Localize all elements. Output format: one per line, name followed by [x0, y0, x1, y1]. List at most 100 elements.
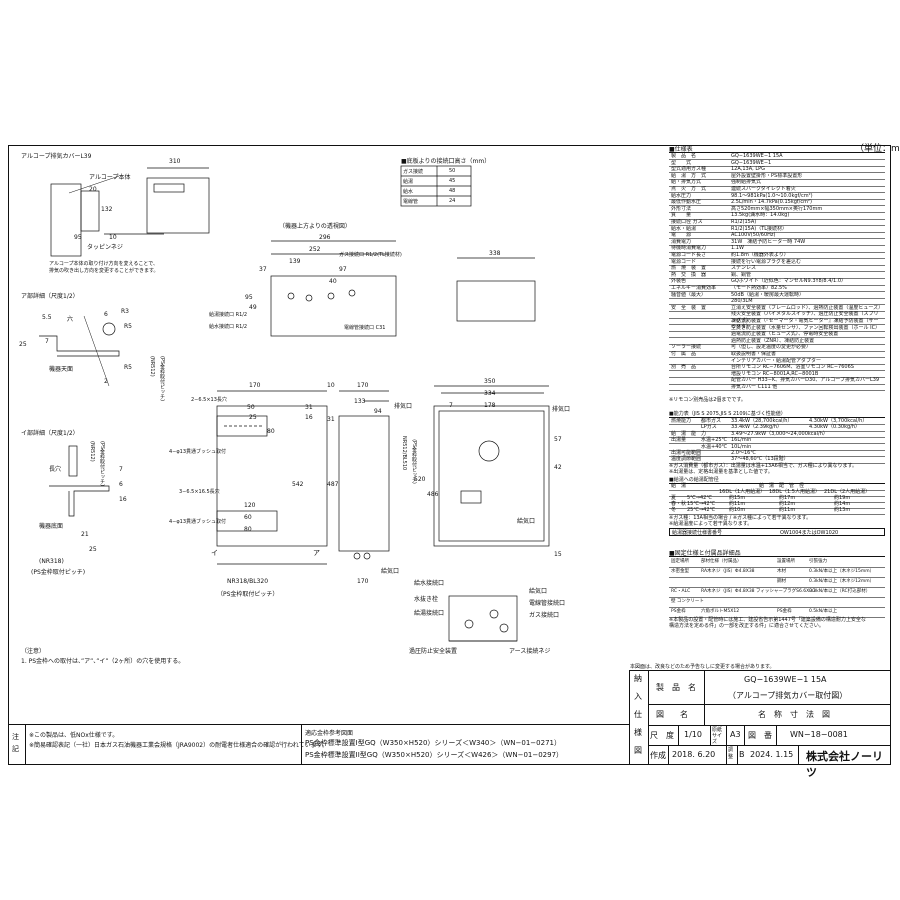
side-dim-31: 31: [327, 416, 335, 423]
bottom-label-hot: 給湯接続口: [414, 610, 445, 617]
figure-label: 図 名: [656, 710, 688, 719]
spec-value: 31W 凍結予防ヒーター時 74W: [731, 238, 806, 245]
spec-value: 高さ520mm×幅350mm×奥行170mm: [731, 205, 823, 212]
pipe-size-cell: 約15m: [729, 495, 746, 501]
detail-a-dim-7: 7: [45, 338, 49, 345]
back-dim-60: 60: [244, 514, 252, 521]
detail-a-title: ア部詳細（尺度1/2）: [21, 293, 79, 300]
fitting-footnote-2: 構造方法を定める件」の一部を改正する件」に適合させてください。: [669, 623, 824, 629]
drawing-div2: [776, 725, 777, 745]
back-dim-25: 25: [249, 414, 257, 421]
spec-value: R1/2(15A): [731, 219, 757, 225]
spec-key: 質 量: [671, 212, 692, 219]
spec-row: 280/3LM: [669, 298, 885, 306]
created-label: 作成: [650, 751, 666, 760]
capacity-cell: 温度調節範囲: [671, 456, 702, 463]
cover-title: アルコープ排気カバーL39: [21, 153, 92, 160]
capacity-cell: 都市ガス: [701, 418, 722, 424]
side-dim-170: 170: [357, 382, 369, 389]
detail-i-pitch2: (PS金枠取付ピッチ): [99, 441, 105, 487]
spec-row: 残火安全装置（バイメタルスイッチ）、過圧防止安全装置（スプリング式）: [669, 311, 885, 324]
spec-value: 過熱防止装置（ZNR）、凍結防止装置: [731, 337, 815, 344]
spec-value: 接続を行い電源プラグを差込む: [731, 258, 802, 265]
detail-a-dim-55: 5.5: [42, 314, 52, 321]
spec-no-label: 給湯器接続仕様書番号: [672, 530, 723, 536]
bottom-label-earth: アース接続ネジ: [509, 648, 551, 655]
front-dim-15: 15: [554, 551, 562, 558]
spec-value: GQ−1639WE−1: [731, 159, 772, 166]
fitting-footnote-1: ※本製品の設置・配管時には施工、建設省告示第1447号「建築設備の構造耐力上安全…: [669, 617, 866, 623]
pipe-size-cell: 15℃→42℃: [687, 501, 716, 507]
product-value-2: （アルコープ排気カバー取付図）: [728, 691, 848, 700]
spec-key: エネルギー消費効率: [671, 285, 717, 291]
detail-a-dim-r5b: R5: [124, 364, 132, 371]
top-view-outline: [270, 275, 397, 337]
created-div: [668, 745, 669, 765]
pipe-height-title: ■底板よりの接続口高さ（mm）: [401, 158, 491, 165]
spec-row: 空焚き防止装置（水量センサ）、ファン回転検出装置（ホール IC）: [669, 325, 885, 332]
capacity-cell: 33.4kW（28,700kcal/h）: [731, 418, 793, 424]
front-exhaust: 排気口: [552, 406, 571, 413]
back-holes-4: 4−φ13貫通ブッシュ取付: [169, 519, 227, 525]
detail-i-long: 長穴: [49, 466, 62, 473]
spec-value: 過電流防止装置（ヒューズ式）、停電時安全装置: [731, 331, 839, 338]
revised-mark: B: [739, 750, 745, 759]
pipe-size-row: 給 湯給 湯 配 管 径: [669, 483, 885, 491]
pipe-size-cell: 給 湯 配 管 径: [759, 483, 805, 489]
spec-value: 銅、銅管: [731, 271, 752, 278]
spec-row: 増設リモコン RC−8001A,RC−8001B: [669, 371, 885, 378]
ref-title: 適応金枠参考図面: [305, 730, 354, 737]
pipe-size-note-2: ※給湯温度によって若干異なります。: [669, 521, 753, 527]
bottom-label-water: 給水接続口: [414, 580, 445, 587]
spec-value: （モード熱効率）82.5%: [731, 285, 787, 291]
fitting-cell: 0.3kN/本以上（RC打込部材）: [809, 589, 871, 594]
paper-div2: [726, 725, 727, 745]
product-label: 製 品 名: [656, 683, 696, 692]
spec-value: 排気カバー C111 他: [731, 384, 778, 390]
spec-value: GQホワイト（近似色：マンセルN9.3Y8/8.4/1.0）: [731, 278, 847, 285]
detail-i-pitch: (NR512): [89, 441, 95, 462]
spec-value: 280/3LM: [731, 298, 753, 305]
front-dim-334: 334: [484, 390, 496, 397]
spec-value: 12A,13A, LPG: [731, 166, 766, 173]
top-dim-139: 139: [289, 258, 301, 265]
cover-note-1: アルコープ本体の取り付け方向を変えることで、: [49, 261, 159, 267]
bottom-strip: 注記 ※この製品は、低NOx仕様です。 ※簡易確認表記（一社）日本ガス石油機器工…: [9, 724, 629, 765]
front-view-outline: [433, 405, 550, 547]
capacity-cell: 3.49〜27.9kW（3,000〜24,000kcal/h）: [731, 430, 828, 437]
pipe-size-title: ■給湯への給湯配管径: [669, 477, 719, 483]
spec-title: ■仕様表: [669, 146, 693, 153]
spec-key: 燃 焼 装 置: [671, 265, 707, 272]
top-dim-97: 97: [339, 266, 347, 273]
spec-key: ソーラー接続: [671, 344, 702, 351]
fitting-cell: 壁 コンクリート: [671, 599, 704, 604]
back-dim-50: 50: [247, 404, 255, 411]
spec-key: 電源コード長さ: [671, 252, 707, 258]
pipe-height-name-1: 給湯: [403, 179, 414, 185]
back-dim-120: 120: [244, 502, 256, 509]
fitting-cell: 設置場所: [777, 559, 795, 564]
spec-row: 配管カバー H33−K、排気カバーD30、アルコープ排気カバーL39: [669, 377, 885, 385]
spec-key: 別 売 品: [671, 364, 697, 371]
spec-value: 増設リモコン RC−8001A,RC−8001B: [731, 370, 819, 377]
side-dim-nr512: NR512/BL510: [401, 436, 407, 471]
front-dim-350: 350: [484, 378, 496, 385]
spec-row: インテリアカバー・給湯配管アダプター: [669, 358, 885, 365]
pipe-height-name-0: ガス接続: [403, 169, 424, 175]
spec-value: 凍結予防装置（『セーマータ・電気ヒーター』凍結予防装置（サーミスタ）: [731, 318, 879, 331]
spec-key: 騒音値（最大）: [671, 291, 707, 298]
detail-a-dim-2: 2: [104, 378, 108, 385]
spec-key: 型 式: [671, 159, 692, 166]
detail-a-label: 機器天面: [49, 366, 74, 373]
depth-view: [456, 280, 536, 322]
pipe-height-value-1: 45: [449, 178, 456, 184]
back-dim-542: 542: [292, 481, 304, 488]
back-dim-80: 80: [267, 428, 275, 435]
strip-divider: [301, 725, 302, 765]
bottom-label-conduit: 電線管接続口: [529, 600, 566, 607]
side-char-4: 図: [634, 746, 642, 755]
spec-row: 過電流防止装置（ヒューズ式）、停電時安全装置: [669, 331, 885, 339]
